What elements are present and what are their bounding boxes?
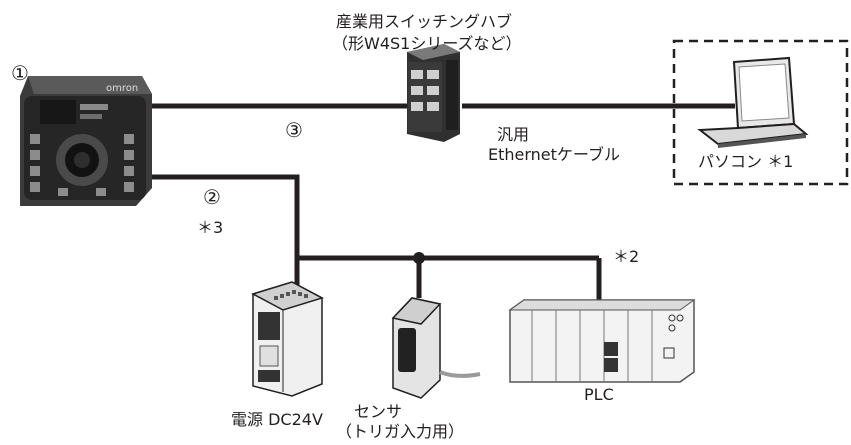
camera-icon: omron xyxy=(20,76,152,206)
cable-label-line1: 汎用 xyxy=(497,125,530,144)
plc-label: PLC xyxy=(584,385,614,404)
note-2-label: ＊2 xyxy=(613,247,640,266)
power-supply-icon xyxy=(251,281,324,397)
hub-label-line1: 産業用スイッチングハブ xyxy=(336,12,513,31)
sensor-label-line2: （トリガ入力用） xyxy=(336,422,465,441)
plc-icon xyxy=(508,299,696,383)
camera-brand-label: omron xyxy=(106,83,138,94)
note-3-label: ＊3 xyxy=(197,218,224,237)
sensor-label-line1: センサ xyxy=(354,402,403,421)
switching-hub-icon xyxy=(407,44,460,142)
power-label: 電源 DC24V xyxy=(231,410,323,429)
camera-marker: ① xyxy=(11,61,29,85)
io-cable xyxy=(146,174,300,258)
ethernet-cable-marker: ③ xyxy=(285,118,303,142)
hub-label-line2: （形W4S1シリーズなど） xyxy=(332,34,522,53)
laptop-icon xyxy=(697,56,809,148)
pc-label: パソコン ＊1 xyxy=(698,152,794,171)
io-cable-marker: ② xyxy=(203,185,221,209)
connection-lines xyxy=(146,103,735,300)
sensor-icon xyxy=(391,297,481,399)
cable-label-line2: Ethernetケーブル xyxy=(488,145,620,164)
pc-dashed-frame xyxy=(672,39,849,186)
junction-dot xyxy=(413,252,425,264)
